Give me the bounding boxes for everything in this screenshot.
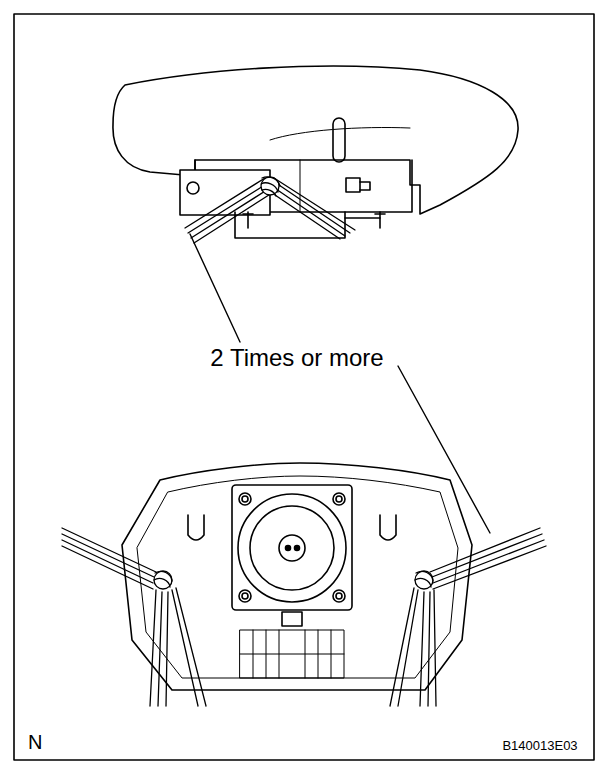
figure-code: B140013E03 [500, 739, 579, 753]
airbag-rear-view [62, 463, 546, 706]
figure-code-box: B140013E03 [500, 736, 579, 754]
orientation-mark-box: N [26, 731, 44, 753]
airbag-side-view [113, 66, 518, 243]
callout-note: 2 Times or more [208, 345, 385, 371]
cord [62, 528, 206, 706]
cord [185, 177, 355, 243]
orientation-mark: N [26, 731, 44, 753]
frame [14, 14, 594, 760]
callout-note-box: 2 Times or more [208, 345, 385, 371]
cord [390, 528, 546, 706]
